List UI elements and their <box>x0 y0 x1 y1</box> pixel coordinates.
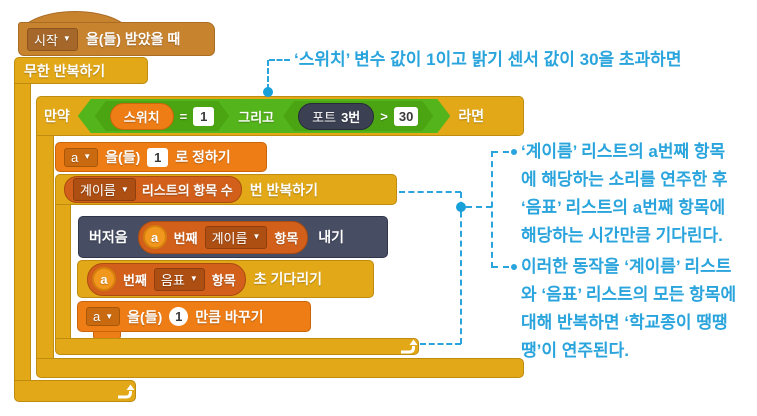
greater-operator-block[interactable]: 포트 3번 > 30 <box>283 101 433 131</box>
list-name-value: 계이름 <box>80 183 116 198</box>
callout-line <box>492 151 509 153</box>
forever-block-bottom[interactable] <box>14 380 136 402</box>
buzzer-play-block[interactable]: 버저음 a 번째 계이름 ▼ 항목 내기 <box>78 216 388 258</box>
item-label: 항목 <box>211 272 236 288</box>
forever-block-arm[interactable] <box>14 83 31 381</box>
item-list-dropdown[interactable]: 계이름 ▼ <box>204 225 268 249</box>
wait-seconds-block[interactable]: a 번째 음표 ▼ 항목 초 기다리기 <box>77 260 374 298</box>
loop-arrow-icon <box>116 384 135 399</box>
greater-sign: > <box>380 108 388 124</box>
callout-line <box>491 151 493 268</box>
if-block-top[interactable]: 만약 스위치 = 1 그리고 포트 3번 > 30 라면 <box>36 96 524 136</box>
variable-switch[interactable]: 스위치 <box>110 103 174 130</box>
annotation-line: 이러한 동작을 ‘계이름’ 리스트 <box>521 257 732 276</box>
change-value-input[interactable]: 1 <box>169 307 189 326</box>
buzzer-suffix-label: 내기 <box>318 229 345 245</box>
and-operator-block[interactable]: 스위치 = 1 그리고 포트 3번 > 30 <box>78 99 451 133</box>
wait-suffix-label: 초 기다리기 <box>253 271 322 287</box>
annotation-line: ‘계이름’ 리스트의 a번째 항목 <box>521 142 726 161</box>
list-length-label: 리스트의 항목 수 <box>141 183 233 198</box>
repeat-block-bottom[interactable] <box>55 338 419 355</box>
message-dropdown-value: 시작 <box>34 32 58 48</box>
when-receive-block[interactable]: 시작 ▼ 을(들) 받았을 때 <box>18 22 215 56</box>
if-block-bottom[interactable] <box>36 358 524 378</box>
callout-line <box>466 206 492 208</box>
message-dropdown[interactable]: 시작 ▼ <box>27 27 78 51</box>
when-receive-label: 을(들) 받았을 때 <box>85 31 181 47</box>
list-item-reporter-beat[interactable]: a 번째 음표 ▼ 항목 <box>87 262 246 296</box>
equals-value-input[interactable]: 1 <box>193 107 214 126</box>
annotation-line: 대해 반복하면 ‘학교종이 땡땡 <box>521 313 728 332</box>
dropdown-arrow-icon: ▼ <box>120 184 129 194</box>
loop-annotation: ‘계이름’ 리스트의 a번째 항목 에 해당하는 소리를 연주한 후 ‘음표’ … <box>521 138 728 250</box>
item-label: 항목 <box>274 230 299 246</box>
set-variable-block[interactable]: a ▼ 을(들) 1 로 정하기 <box>55 142 267 172</box>
set-variable-name: a <box>71 149 79 165</box>
if-prefix-label: 만약 <box>44 108 70 124</box>
annotation-line: ‘음표’ 리스트의 a번째 항목에 <box>521 198 726 217</box>
callout-line <box>267 60 269 90</box>
ordinal-label: 번째 <box>123 272 147 288</box>
item-list-value: 계이름 <box>211 230 248 246</box>
buzzer-prefix-label: 버저음 <box>89 229 128 245</box>
set-suffix-label: 로 정하기 <box>175 149 231 165</box>
callout-line <box>420 343 461 345</box>
forever-block-top[interactable]: 무한 반복하기 <box>14 57 148 84</box>
dropdown-arrow-icon: ▼ <box>252 232 261 241</box>
change-suffix-label: 만큼 바꾸기 <box>195 308 264 325</box>
equals-sign: = <box>179 108 188 124</box>
annotation-line: 해당하는 시간만큼 기다린다. <box>521 226 723 245</box>
dropdown-arrow-icon: ▼ <box>189 274 198 283</box>
and-label: 그리고 <box>238 109 275 125</box>
list-name-dropdown[interactable]: 계이름 ▼ <box>73 178 136 201</box>
callout-line <box>492 266 509 268</box>
change-variable-name: a <box>93 309 101 324</box>
forever-label: 무한 반복하기 <box>24 62 106 79</box>
condition-annotation: ‘스위치’ 변수 값이 1이고 밝기 센서 값이 30을 초과하면 <box>294 48 681 72</box>
repeat-block-top[interactable]: 계이름 ▼ 리스트의 항목 수 번 반복하기 <box>55 174 397 205</box>
callout-line <box>460 192 462 344</box>
set-value-input[interactable]: 1 <box>147 147 169 167</box>
dropdown-arrow-icon: ▼ <box>62 34 71 43</box>
callout-line <box>269 59 290 61</box>
item-list-dropdown[interactable]: 음표 ▼ <box>153 267 205 291</box>
callout-line <box>399 191 461 193</box>
if-block-arm[interactable] <box>36 135 54 359</box>
annotation-line: 땡’이 연주된다. <box>521 341 630 360</box>
dropdown-arrow-icon: ▼ <box>105 311 114 321</box>
set-variable-dropdown[interactable]: a ▼ <box>64 147 99 167</box>
change-variable-block[interactable]: a ▼ 을(들) 1 만큼 바꾸기 <box>77 301 311 332</box>
bullet-icon <box>511 264 517 270</box>
bullet-icon <box>511 149 517 155</box>
change-variable-dropdown[interactable]: a ▼ <box>86 307 121 326</box>
callout-anchor-dot <box>263 87 273 97</box>
ordinal-label: 번째 <box>173 230 198 246</box>
repeat-block-arm[interactable] <box>55 204 71 339</box>
variable-a[interactable]: a <box>142 225 167 249</box>
port-sensor-block[interactable]: 포트 3번 <box>298 103 374 130</box>
callout-anchor-dot <box>456 202 466 212</box>
change-to-label: 을(들) <box>127 308 163 325</box>
port-sensor-number: 3번 <box>341 109 361 125</box>
annotation-line: ‘스위치’ 변수 값이 1이고 밝기 센서 값이 30을 초과하면 <box>294 50 682 69</box>
equals-operator-block[interactable]: 스위치 = 1 <box>95 101 229 131</box>
greater-value-input[interactable]: 30 <box>394 107 418 126</box>
annotation-line: 에 해당하는 소리를 연주한 후 <box>521 170 728 189</box>
list-item-reporter-note[interactable]: a 번째 계이름 ▼ 항목 <box>137 220 309 254</box>
port-sensor-name: 포트 <box>312 109 337 125</box>
dropdown-arrow-icon: ▼ <box>83 152 92 161</box>
repeat-annotation: 이러한 동작을 ‘계이름’ 리스트 와 ‘음표’ 리스트의 모든 항목에 대해 … <box>521 253 736 365</box>
set-to-label: 을(들) <box>105 149 141 165</box>
loop-arrow-icon <box>399 339 418 354</box>
if-suffix-label: 라면 <box>458 108 485 124</box>
variable-a[interactable]: a <box>92 267 116 291</box>
list-length-reporter[interactable]: 계이름 ▼ 리스트의 항목 수 <box>64 176 242 203</box>
item-list-value: 음표 <box>160 272 185 288</box>
repeat-suffix-label: 번 반복하기 <box>249 181 319 198</box>
annotation-line: 와 ‘음표’ 리스트의 모든 항목에 <box>521 285 737 304</box>
